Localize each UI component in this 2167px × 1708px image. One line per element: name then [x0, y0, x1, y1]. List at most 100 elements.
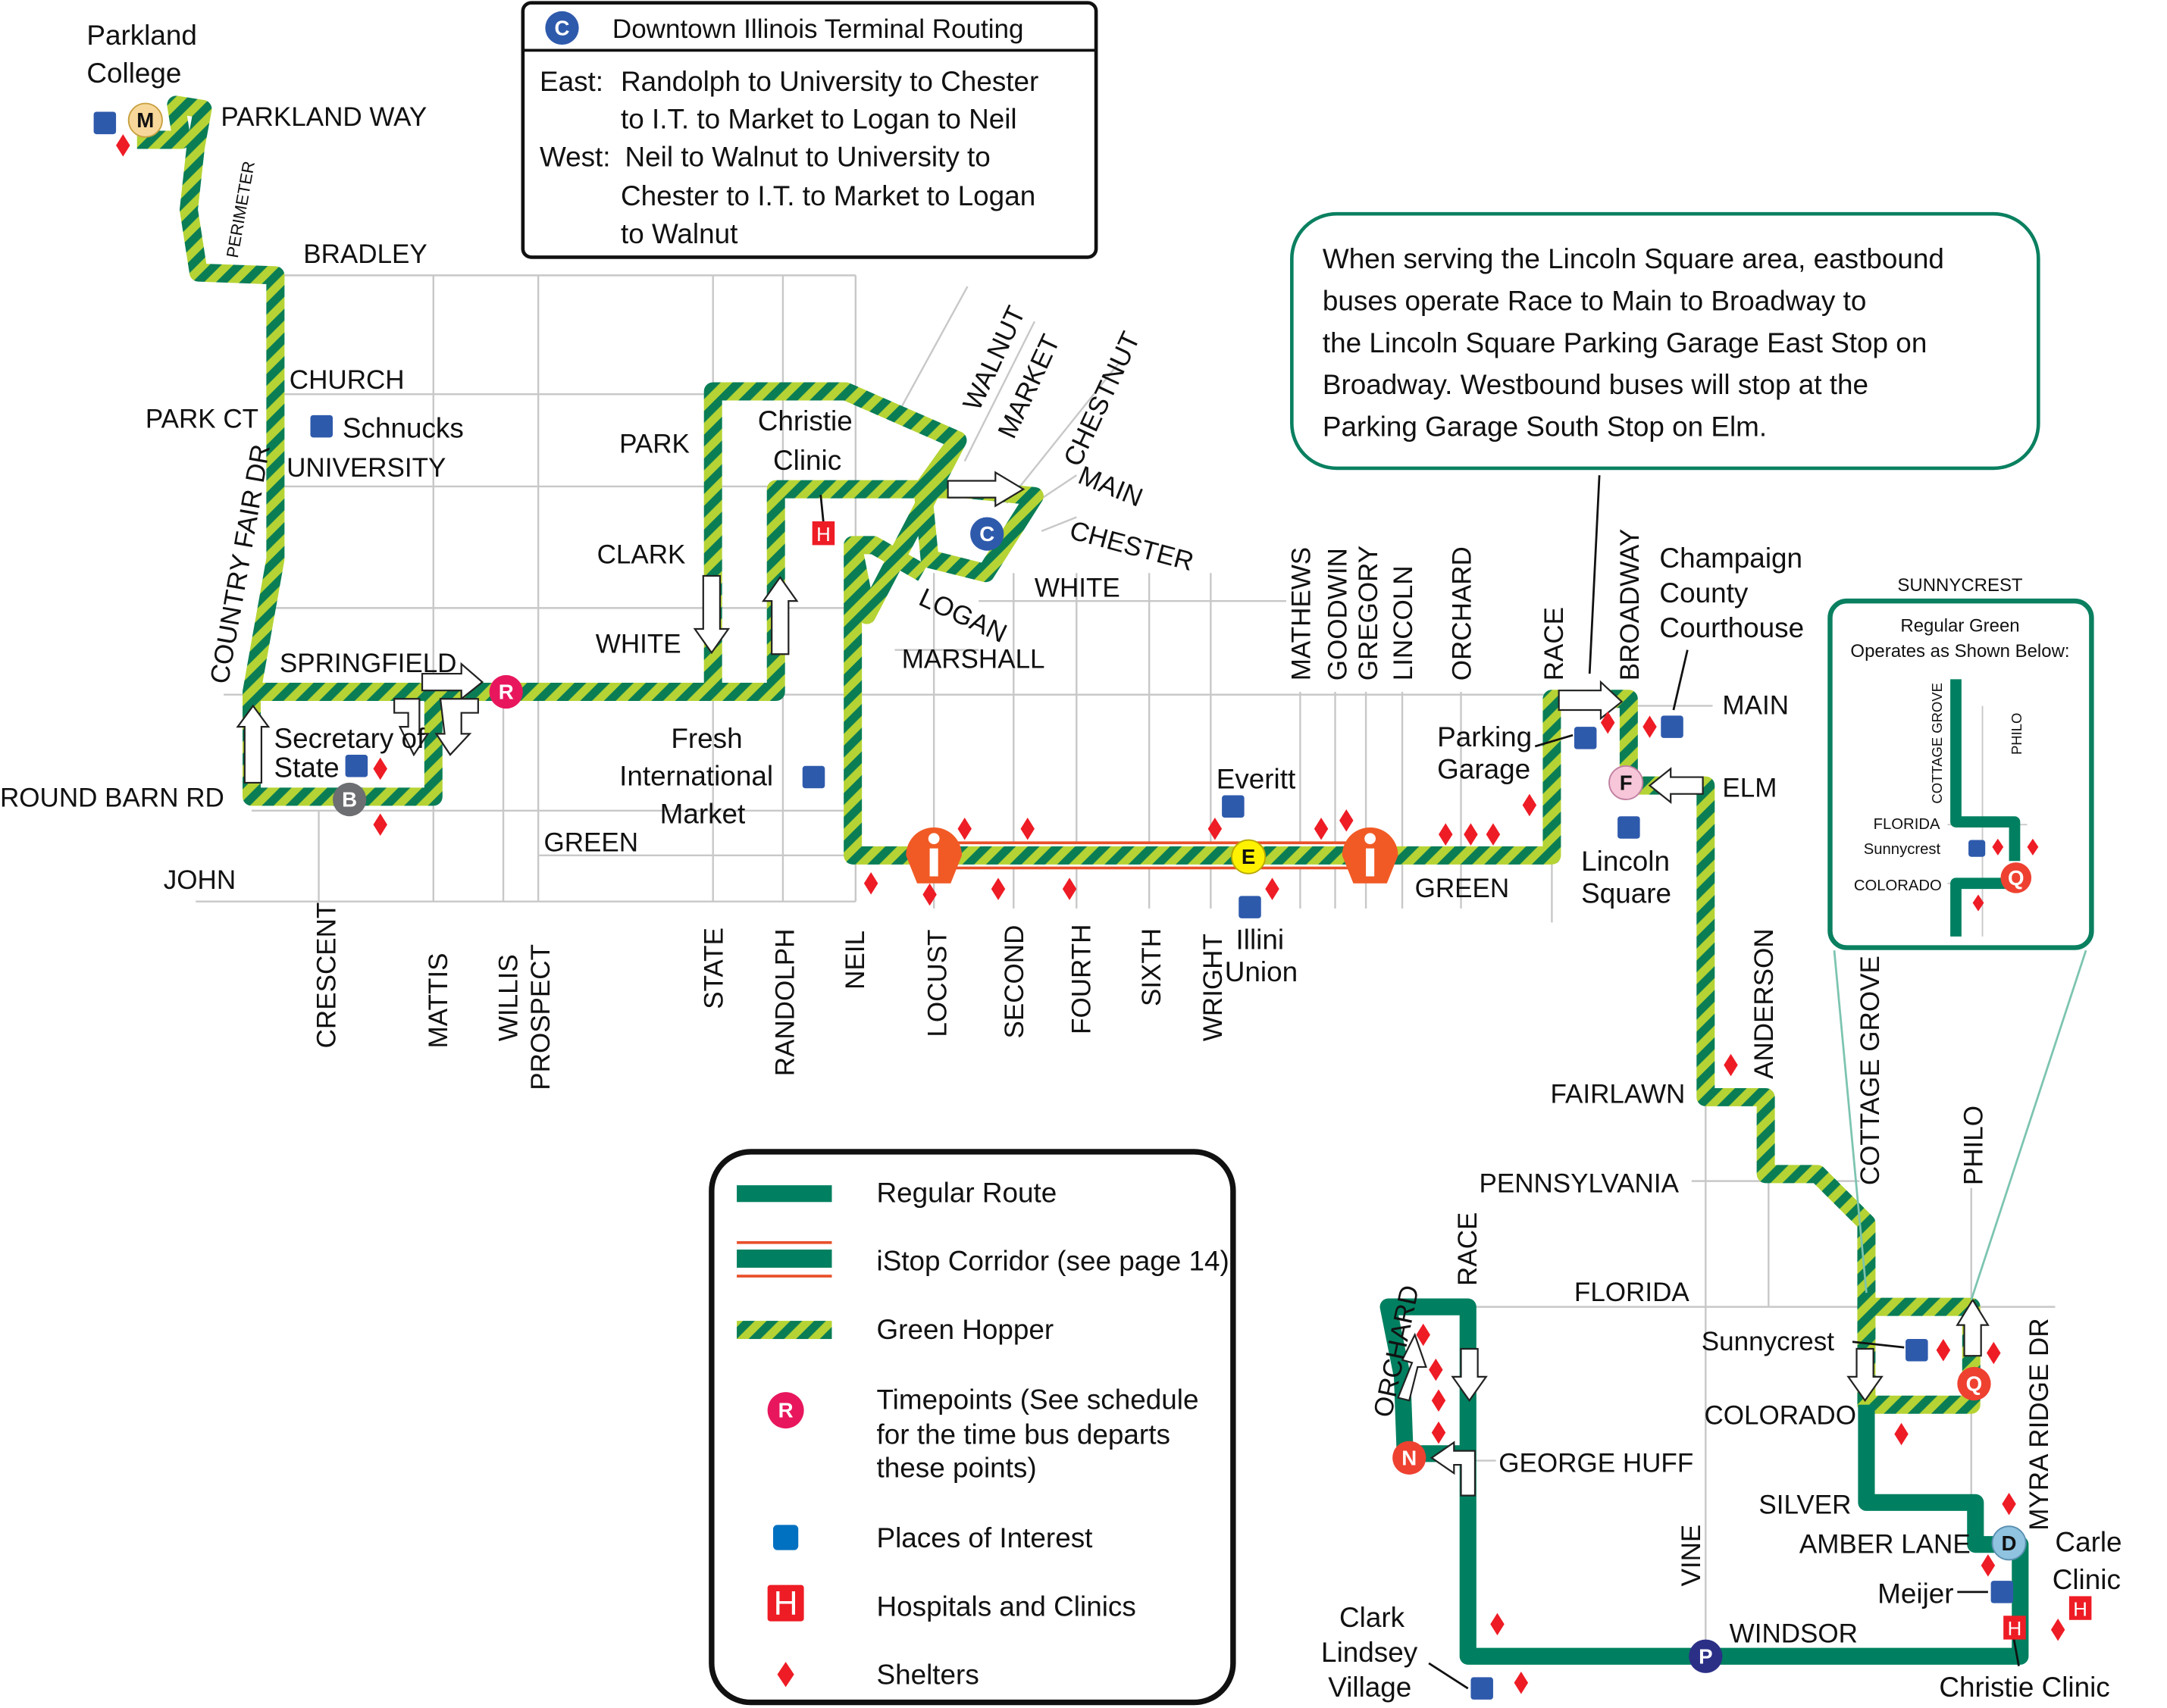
timepoint-n: N: [1401, 1446, 1417, 1469]
place-label: Everitt: [1217, 763, 1296, 794]
regular-route-swatch: [737, 1185, 832, 1203]
legend-label: iStop Corridor (see page 14): [877, 1246, 1229, 1277]
place-label: Parking: [1437, 721, 1532, 752]
place-label: Parkland: [86, 20, 197, 51]
note-line: When serving the Lincoln Square area, ea…: [1323, 243, 1944, 274]
inset-caption: Operates as Shown Below:: [1850, 641, 2069, 662]
street-label: GREEN: [1415, 874, 1510, 903]
legend-label: these points): [877, 1453, 1037, 1484]
street-label: STATE: [700, 928, 729, 1009]
timepoint-m: M: [136, 108, 154, 132]
istop-swatch: [737, 1240, 832, 1278]
hospital-icon: H: [2003, 1616, 2026, 1640]
sunnycrest-inset: SUNNYCREST Regular Green Operates as Sho…: [1827, 575, 2094, 1300]
map-legend: Regular Route iStop Corridor (see page 1…: [709, 1149, 1236, 1706]
street-label: MARSHALL: [902, 645, 1045, 674]
shelter-icon: [777, 1662, 794, 1688]
istop-icon: [906, 827, 963, 884]
street-label: LOGAN: [915, 583, 1012, 649]
place-label: Illini: [1236, 924, 1285, 955]
street-label: BRADLEY: [303, 239, 427, 269]
note-line: Parking Garage South Stop on Elm.: [1323, 411, 1767, 442]
timepoint-q: Q: [1966, 1372, 1983, 1396]
lincoln-square-note: When serving the Lincoln Square area, ea…: [1290, 211, 2040, 471]
legend-label: Timepoints (See schedule: [877, 1384, 1199, 1415]
street-label: PARK: [619, 430, 690, 459]
inset-caption: Regular Green: [1900, 616, 2019, 637]
street-label: PENNSYLVANIA: [1479, 1168, 1679, 1198]
downtown-routing-box: C Downtown Illinois Terminal Routing Eas…: [521, 1, 1098, 259]
routing-title: Downtown Illinois Terminal Routing: [612, 14, 1024, 44]
note-line: Broadway. Westbound buses will stop at t…: [1323, 369, 1868, 400]
street-label: GREGORY: [1354, 546, 1383, 680]
legend-label: Hospitals and Clinics: [877, 1591, 1136, 1622]
street-label: RACE: [1539, 607, 1569, 680]
hospital-icon: H: [812, 521, 835, 546]
direction-arrows: [236, 471, 1990, 1497]
place-label: Garage: [1437, 753, 1530, 784]
street-label: ANDERSON: [1749, 928, 1779, 1079]
timepoint-p: P: [1699, 1644, 1712, 1668]
street-label: BROADWAY: [1615, 529, 1645, 680]
street-label: CLARK: [597, 540, 686, 569]
street-label: VINE: [1677, 1525, 1706, 1587]
place-label: Clinic: [2053, 1564, 2121, 1595]
place-label: Fresh: [671, 723, 742, 754]
place-label: International: [619, 761, 773, 792]
istop-icon: [1342, 827, 1398, 884]
street-label: COLORADO: [1704, 1401, 1856, 1431]
hospital-icon: [767, 1584, 804, 1622]
street-label: COTTAGE GROVE: [1855, 956, 1885, 1185]
place-label: Secretary of: [274, 723, 426, 754]
street-label: PROSPECT: [526, 944, 556, 1090]
note-line: buses operate Race to Main to Broadway t…: [1323, 285, 1866, 316]
hospital-icon: H: [2068, 1596, 2092, 1620]
place-label: Square: [1581, 878, 1671, 909]
street-label: PARKLAND WAY: [221, 102, 427, 132]
street-label: PHILO: [1959, 1106, 1989, 1185]
hospital-symbol: H: [774, 1584, 798, 1622]
legend-label: Places of Interest: [877, 1522, 1093, 1553]
inset-street: Sunnycrest: [1864, 841, 1941, 858]
street-label: MAIN: [1074, 461, 1147, 513]
place-label: Schnucks: [343, 412, 464, 443]
street-label: FLORIDA: [1574, 1278, 1689, 1307]
street-label: CHESTNUT: [1058, 327, 1146, 471]
street-label: Sunnycrest: [1702, 1327, 1835, 1356]
street-label: FAIRLAWN: [1551, 1079, 1686, 1109]
street-label: UNIVERSITY: [287, 453, 446, 483]
street-label: ROUND BARN RD: [0, 783, 224, 812]
legend-label: Green Hopper: [877, 1314, 1054, 1345]
note-line: the Lincoln Square Parking Garage East S…: [1323, 327, 1927, 358]
timepoint-b: B: [342, 788, 357, 812]
street-label: MYRA RIDGE DR: [2025, 1318, 2054, 1530]
hospital-markers: H H H: [812, 521, 2092, 1640]
timepoint-e: E: [1242, 845, 1255, 868]
inset-street: FLORIDA: [1874, 816, 1940, 833]
place-label: Meijer: [1877, 1578, 1953, 1609]
street-label: PERIMETER: [223, 160, 258, 259]
timepoint-f: F: [1620, 771, 1633, 794]
svg-text:H: H: [2008, 1619, 2022, 1640]
inset-street: PHILO: [2009, 713, 2025, 755]
street-label: NEIL: [841, 931, 870, 990]
place-label: Christie: [758, 405, 853, 436]
street-label: RANDOLPH: [771, 929, 800, 1077]
legend-label: Regular Route: [877, 1177, 1057, 1208]
west-line: Neil to Walnut to University to: [625, 141, 990, 172]
street-label: LINCOLN: [1389, 565, 1418, 680]
street-label: WHITE: [1035, 574, 1120, 603]
west-line: to Walnut: [621, 218, 737, 249]
place-label: County: [1659, 577, 1748, 608]
place-label: Market: [660, 798, 746, 829]
timepoint-markers: M R B C E F Q N D P: [127, 102, 2027, 1673]
street-label: GREEN: [544, 827, 639, 857]
street-label: ORCHARD: [1447, 546, 1477, 680]
timepoint-symbol: R: [778, 1399, 794, 1422]
inset-heading: SUNNYCREST: [1897, 575, 2022, 596]
street-label: CRESCENT: [312, 902, 342, 1049]
place-label: Clark: [1339, 1602, 1405, 1633]
street-label: ELM: [1722, 773, 1777, 802]
inset-street: COTTAGE GROVE: [1929, 683, 1945, 803]
street-label: CHURCH: [290, 365, 405, 395]
